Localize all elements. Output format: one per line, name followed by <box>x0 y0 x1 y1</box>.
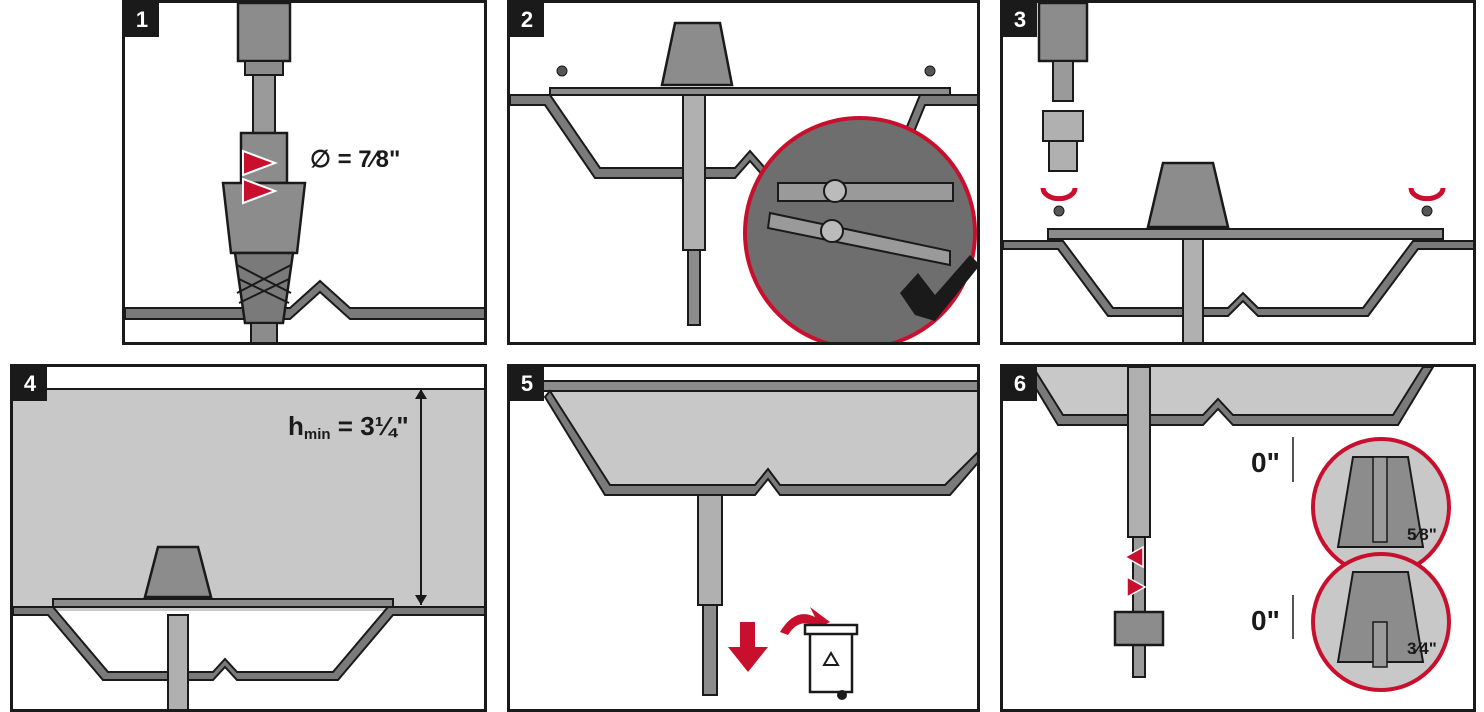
step-number: 6 <box>1003 367 1037 401</box>
offset-top-label: 0" <box>1251 447 1280 478</box>
step-number: 1 <box>125 3 159 37</box>
step-6-panel: 6 0" 0" 5⁄8" 3⁄4" <box>1000 364 1476 712</box>
step-4-panel: 4 hmin = 3¼" <box>10 364 487 712</box>
size-bottom-label: 3⁄4" <box>1407 639 1437 658</box>
checkmark-icon <box>900 255 977 321</box>
rotate-arrow-icon <box>1040 187 1078 202</box>
step-2-panel: 2 <box>507 0 980 345</box>
step-6-illustration <box>1021 367 1451 692</box>
step-5-panel: 5 <box>507 364 980 712</box>
rotate-arrow-icon <box>242 149 278 205</box>
metal-deck <box>125 279 484 320</box>
down-arrow-icon <box>728 622 768 672</box>
metal-deck <box>1003 240 1473 317</box>
offset-bottom-label: 0" <box>1251 605 1280 636</box>
step-5-illustration <box>510 380 977 700</box>
size-top-label: 5⁄8" <box>1407 525 1437 544</box>
step-1-panel: 1 ∅ = 7⁄8" <box>122 0 487 345</box>
concrete-slab <box>13 389 484 611</box>
concrete-slab <box>550 387 977 487</box>
wrench-arrow-icon <box>1123 545 1147 599</box>
metal-deck <box>510 94 977 179</box>
drill-icon <box>1037 3 1089 63</box>
step-3-panel: 3 <box>1000 0 1476 345</box>
step-number: 2 <box>510 3 544 37</box>
step-number: 4 <box>13 367 47 401</box>
step-3-illustration <box>1003 3 1473 342</box>
metal-deck <box>1021 367 1435 426</box>
step-4-illustration <box>13 388 484 709</box>
step-number: 3 <box>1003 3 1037 37</box>
step-number: 5 <box>510 367 544 401</box>
step-2-illustration <box>510 21 977 342</box>
recycle-bin-icon <box>803 623 859 700</box>
min-thickness-label: hmin = 3¼" <box>288 411 409 443</box>
hole-diameter-label: ∅ = 7⁄8" <box>310 146 401 173</box>
metal-deck <box>13 606 484 681</box>
metal-deck <box>543 389 977 496</box>
drill-icon <box>236 3 292 63</box>
step-1-illustration <box>125 3 484 342</box>
